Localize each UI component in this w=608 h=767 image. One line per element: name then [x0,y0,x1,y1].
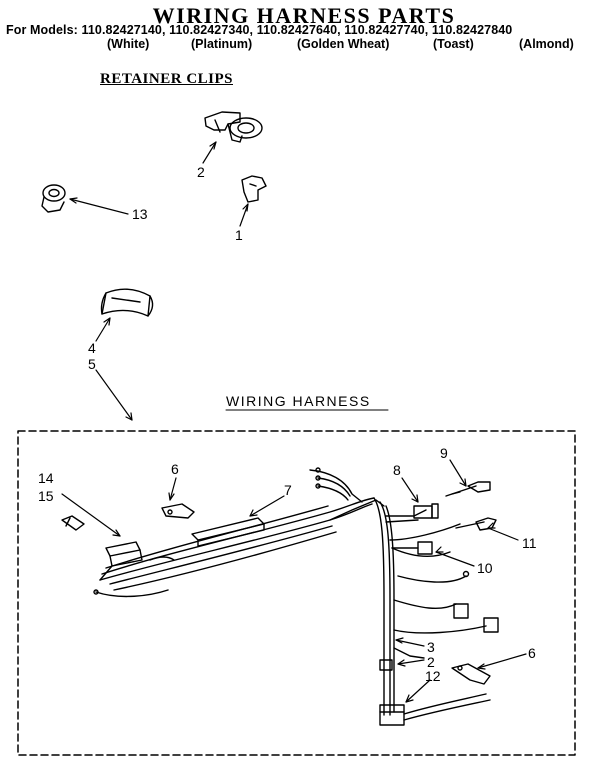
retainer-clips-heading: RETAINER CLIPS [100,71,233,87]
callout-2-top: 2 [197,164,205,180]
callout-11: 11 [522,535,537,551]
connector-12 [379,693,491,726]
callout-12: 12 [425,668,441,684]
retainer-clip-13 [41,184,66,213]
color-platinum: (Platinum) [191,37,253,51]
callout-1: 1 [235,227,243,243]
callout-13: 13 [132,206,148,222]
models-line: For Models: 110.82427140, 110.82427340, … [6,23,513,37]
callout-6-left: 6 [171,461,179,477]
color-golden-wheat: (Golden Wheat) [297,37,390,51]
color-white: (White) [107,37,150,51]
connector-14 [99,541,143,581]
terminal-6-right [451,663,491,685]
part-7-bar [191,517,265,547]
wiring-harness-heading: WIRING HARNESS [226,393,371,409]
color-almond: (Almond) [519,37,574,51]
callout-7: 7 [284,482,292,498]
leader-lines-harness [61,459,527,703]
harness-loose-ends [93,556,175,598]
connector-10 [391,541,470,583]
harness-upper-branches [309,467,461,558]
callout-8: 8 [393,462,401,478]
terminal-9 [445,481,491,497]
page-title: WIRING HARNESS PARTS [152,3,456,28]
callout-3: 3 [427,639,435,655]
harness-main-trunk [99,497,395,716]
callout-14: 14 [38,470,54,486]
callout-10: 10 [477,560,493,576]
callout-5: 5 [88,356,96,372]
retainer-clip-1 [241,175,267,203]
harness-lower-branches [379,599,499,671]
connector-8 [413,503,439,519]
callout-2-bottom: 2 [427,654,435,670]
color-toast: (Toast) [433,37,474,51]
terminal-6-left [161,503,195,519]
callout-4: 4 [88,340,96,356]
retainer-clip-2 [204,111,263,143]
callout-15: 15 [38,488,54,504]
sleeve-part-4-5 [100,288,154,317]
leader-lines-top [69,141,249,421]
terminal-11 [455,517,497,531]
harness-boundary-box [17,430,576,756]
callout-9: 9 [440,445,448,461]
callout-6-right: 6 [528,645,536,661]
terminal-15 [61,515,85,531]
